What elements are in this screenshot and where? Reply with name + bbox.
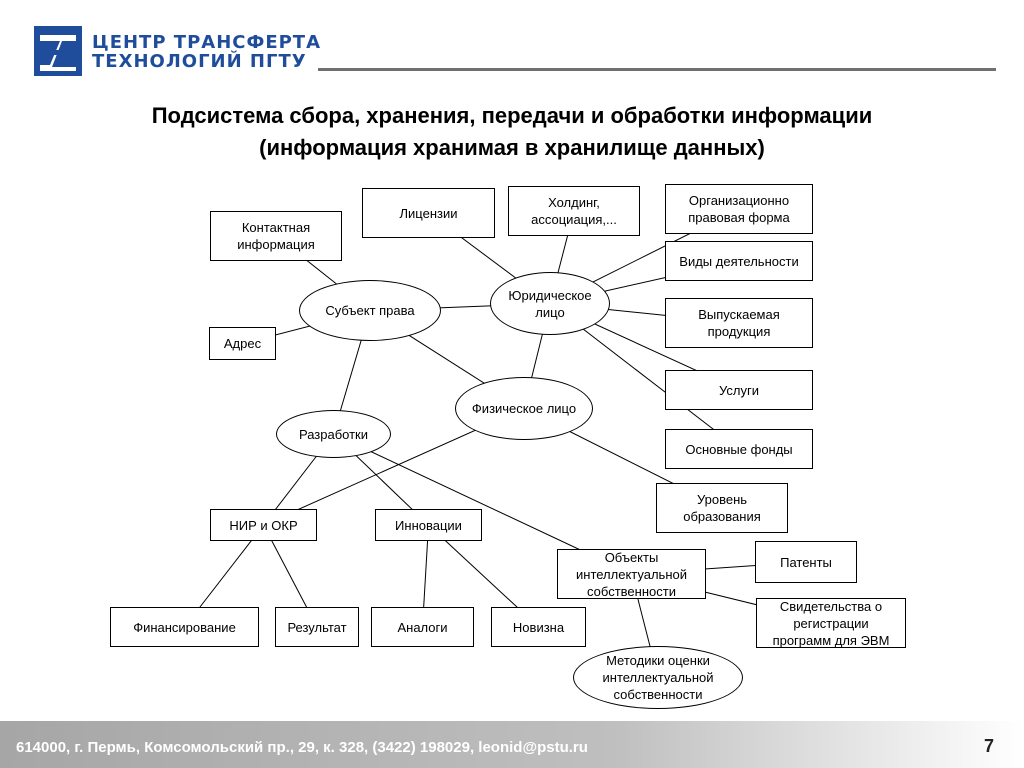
title-line-1: Подсистема сбора, хранения, передачи и о… [151,103,873,128]
header-rule [318,68,996,71]
node-adres: Адрес [209,327,276,360]
node-osnovnye-fondy: Основные фонды [665,429,813,469]
node-vidy-deyatelnosti: Виды деятельности [665,241,813,281]
page-number: 7 [983,736,994,756]
node-vypuskaemaya-produkciya: Выпускаемая продукция [665,298,813,348]
node-nir-i-okr: НИР и ОКР [210,509,317,541]
node-razrabotki: Разработки [276,410,391,458]
node-uslugi: Услуги [665,370,813,410]
node-novizna: Новизна [491,607,586,647]
node-innovacii: Инновации [375,509,482,541]
node-org-pravovaya-forma: Организационно правовая форма [665,184,813,234]
brand-name: ЦЕНТР ТРАНСФЕРТА ТЕХНОЛОГИЙ ПГТУ [92,33,321,71]
node-fizicheskoe-lico: Физическое лицо [455,377,593,440]
node-subjekt-prava: Субъект права [299,280,441,341]
node-analogi: Аналоги [371,607,474,647]
node-svidetelstva: Свидетельства о регистрации программ для… [756,598,906,648]
logo-icon [34,26,82,76]
node-patenty: Патенты [755,541,857,583]
brand-line-2: ТЕХНОЛОГИЙ ПГТУ [92,51,307,72]
footer-address: 614000, г. Пермь, Комсомольский пр., 29,… [16,739,588,756]
node-finansirovanie: Финансирование [110,607,259,647]
node-yuridicheskoe-lico: Юридическое лицо [490,272,610,335]
node-kontakt: Контактная информация [210,211,342,261]
node-licenzii: Лицензии [362,188,495,238]
node-rezultat: Результат [275,607,359,647]
node-uroven-obrazovaniya: Уровень образования [656,483,788,533]
slide-title: Подсистема сбора, хранения, передачи и о… [60,100,964,164]
node-holding: Холдинг, ассоциация,... [508,186,640,236]
footer-bar [0,721,1024,768]
node-obekty-is: Объекты интеллектуальной собственности [557,549,706,599]
brand-line-1: ЦЕНТР ТРАНСФЕРТА [92,32,322,53]
node-metodiki-ocenki: Методики оценки интеллектуальной собстве… [573,646,743,709]
title-line-2: (информация хранимая в хранилище данных) [259,135,765,160]
